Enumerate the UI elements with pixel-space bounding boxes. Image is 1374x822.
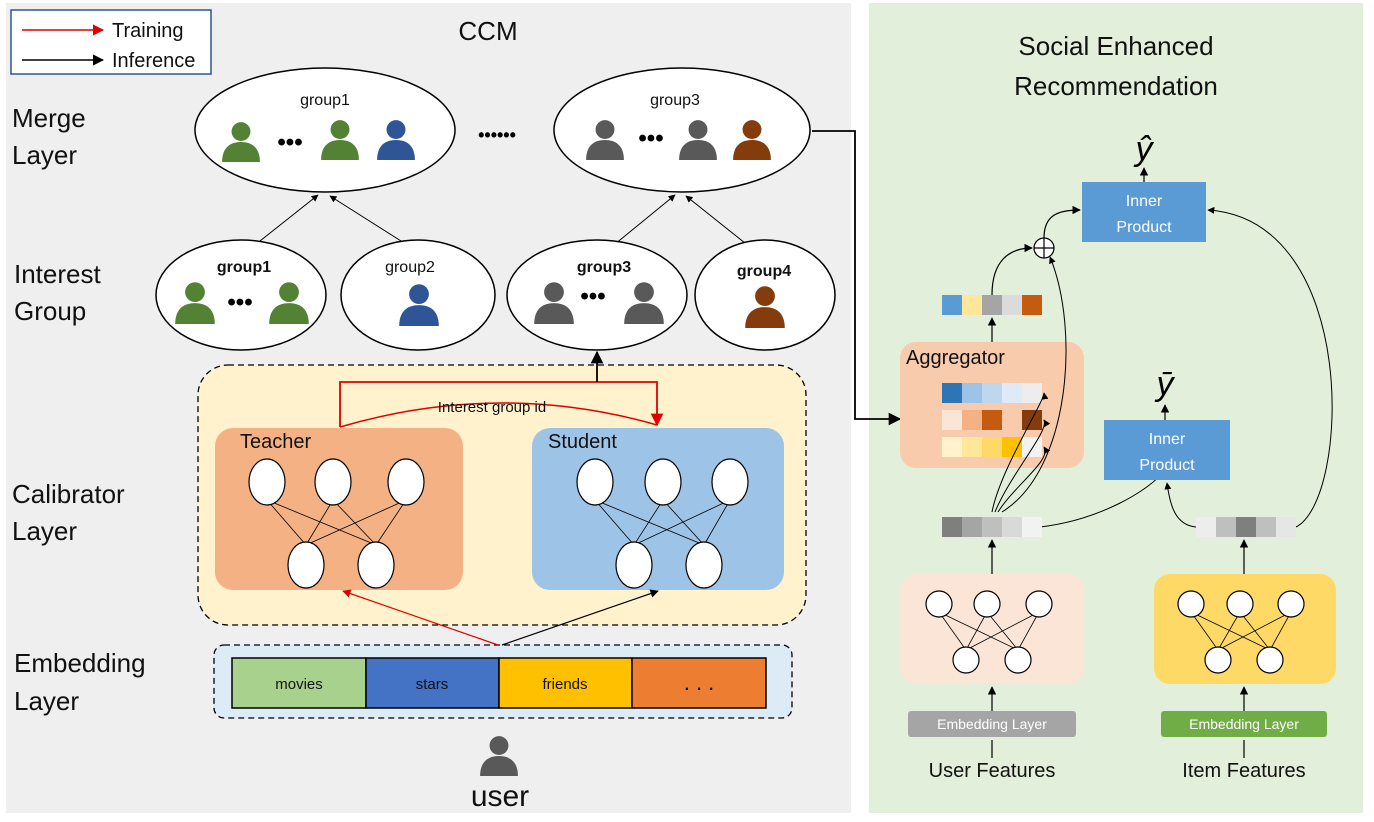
merge-group1-label: group1 bbox=[300, 92, 350, 109]
merge-layer-label-1: Merge bbox=[12, 103, 86, 133]
embedding-cell-stars-label: stars bbox=[416, 676, 449, 693]
student-label: Student bbox=[548, 431, 617, 453]
calibrator-layer-label-1: Calibrator bbox=[12, 479, 125, 509]
interest-group4-label: group4 bbox=[737, 263, 791, 280]
user-embedding-tag-label: Embedding Layer bbox=[937, 716, 1047, 732]
interest-group-label-2: Group bbox=[14, 296, 86, 326]
interest-group-label-1: Interest bbox=[14, 259, 101, 289]
inner-product-top-line2: Product bbox=[1116, 219, 1172, 236]
embedding-cells bbox=[231, 657, 767, 709]
legend: Training Inference bbox=[10, 9, 212, 75]
inner-product-top bbox=[1082, 182, 1206, 242]
item-vector bbox=[1196, 517, 1296, 537]
user-label: user bbox=[471, 780, 529, 813]
embedding-cell-movies bbox=[231, 657, 367, 709]
merge-group3-ellipse: group3 ••• bbox=[553, 67, 811, 193]
item-embedding-tag-label: Embedding Layer bbox=[1189, 716, 1299, 732]
embedding-cell-movies-label: movies bbox=[275, 676, 323, 693]
legend-inference: Inference bbox=[112, 50, 195, 72]
calibrator-layer-label-2: Layer bbox=[12, 516, 77, 546]
inner-product-top-line1: Inner bbox=[1126, 193, 1163, 210]
ccm-title: CCM bbox=[458, 16, 517, 46]
ser-title-line1: Social Enhanced bbox=[1018, 31, 1213, 61]
interest-group2: group2 bbox=[340, 239, 496, 351]
aggregator-row-1 bbox=[942, 383, 1042, 403]
sum-operator-icon bbox=[1033, 237, 1055, 259]
y-bar-symbol: ȳ bbox=[1155, 365, 1176, 403]
inner-product-bottom-line1: Inner bbox=[1149, 431, 1186, 448]
aggregator-row-3 bbox=[942, 437, 1042, 457]
item-feature-network bbox=[1154, 574, 1336, 684]
teacher-label: Teacher bbox=[240, 431, 311, 453]
y-hat-symbol: ŷ bbox=[1134, 130, 1155, 168]
merge-layer-label-2: Layer bbox=[12, 140, 77, 170]
embedding-cell-more-label: . . . bbox=[684, 670, 715, 695]
inner-product-bottom bbox=[1104, 420, 1230, 480]
merge-group3-label: group3 bbox=[650, 92, 700, 109]
merge-dots: •••••• bbox=[478, 125, 516, 145]
merge-group1-ellipse: group1 ••• bbox=[194, 67, 456, 193]
legend-training: Training bbox=[112, 20, 184, 42]
student-model: Student bbox=[532, 428, 784, 590]
item-features-label: Item Features bbox=[1182, 760, 1305, 782]
aggregator-label: Aggregator bbox=[906, 347, 1005, 369]
aggregated-vector bbox=[942, 295, 1042, 315]
ellipsis: ••• bbox=[638, 125, 663, 152]
aggregator-row-2 bbox=[942, 410, 1042, 430]
user-embedding-tag bbox=[908, 711, 1076, 737]
interest-group3: group3 ••• bbox=[506, 239, 688, 351]
embedding-cell-friends-label: friends bbox=[542, 676, 587, 693]
user-features-label: User Features bbox=[929, 760, 1056, 782]
ellipsis: ••• bbox=[580, 283, 605, 310]
inner-product-bottom-line2: Product bbox=[1139, 457, 1195, 474]
user-vector bbox=[942, 517, 1042, 537]
embedding-cell-friends bbox=[498, 657, 633, 709]
interest-group1: group1 ••• bbox=[155, 239, 327, 351]
ellipsis: ••• bbox=[277, 129, 302, 156]
item-embedding-tag bbox=[1161, 711, 1327, 737]
interest-group2-label: group2 bbox=[385, 259, 435, 276]
ellipsis: ••• bbox=[227, 289, 252, 316]
embedding-cell-more bbox=[631, 657, 767, 709]
interest-group-id-label: Interest group id bbox=[438, 399, 546, 416]
aggregator-box bbox=[900, 342, 1084, 468]
interest-group1-label: group1 bbox=[217, 259, 271, 276]
interest-group4: group4 bbox=[694, 239, 836, 351]
embedding-layer-label-2: Layer bbox=[14, 686, 79, 716]
interest-group3-label: group3 bbox=[577, 259, 631, 276]
user-feature-network bbox=[900, 574, 1084, 684]
embedding-layer-label-1: Embedding bbox=[14, 648, 146, 678]
teacher-model: Teacher bbox=[215, 428, 463, 590]
ser-title-line2: Recommendation bbox=[1014, 71, 1218, 101]
